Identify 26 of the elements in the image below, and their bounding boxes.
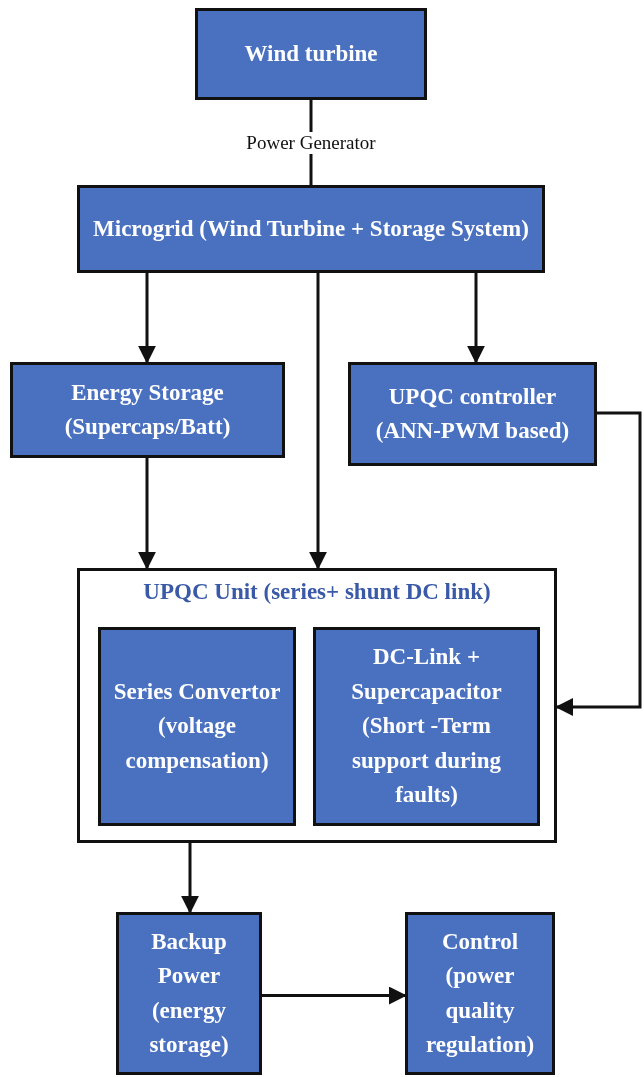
group-title: UPQC Unit (series+ shunt DC link) [143,578,491,606]
box-label: DC-Link + Supercapacitor (Short -Term support during faults) [350,643,503,810]
process-box [10,362,285,458]
process-box [195,8,427,100]
arrow [309,273,327,570]
process-box [405,912,555,1075]
box-label: UPQC controller (ANN-PWM based) [374,382,571,445]
box-label: Energy Storage (Supercaps/Batt) [63,378,232,441]
process-box [313,627,540,826]
box-label: Microgrid (Wind Turbine + Storage System) [93,214,529,243]
box-label: Wind turbine [244,39,378,68]
group-box [77,568,557,843]
process-box [116,912,262,1075]
process-box [77,185,545,273]
box-label: Series Convertor (voltage compensation) [112,677,282,775]
arrow [181,843,199,914]
process-box [348,362,597,466]
arrow [138,273,156,364]
arrow [138,458,156,570]
edge-label: Power Generator [243,131,379,154]
arrow [555,411,642,716]
arrow [467,273,485,364]
box-label: Backup Power (energy storage) [148,927,230,1059]
arrow [262,986,407,1005]
box-label: Control (power quality regulation) [424,927,536,1059]
process-box [98,627,296,826]
